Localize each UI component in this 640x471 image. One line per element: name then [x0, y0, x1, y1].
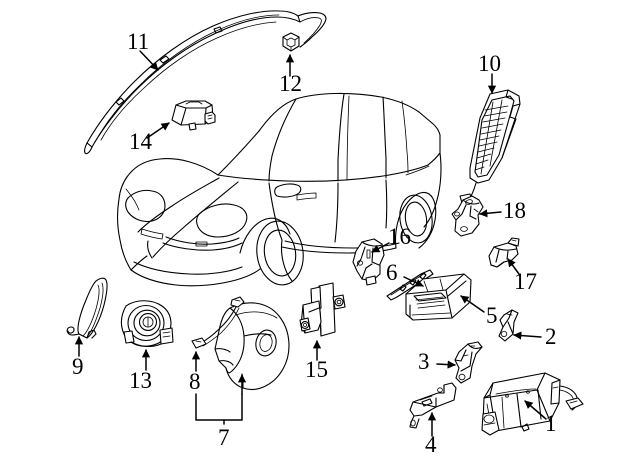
callout-label-11: 11 [127, 29, 150, 54]
callout-label-9: 9 [72, 354, 84, 379]
callout-label-13: 13 [129, 368, 152, 393]
vehicle-outline [117, 92, 442, 287]
part-1-passenger-airbag-module [481, 372, 584, 436]
callout-label-1: 1 [545, 411, 557, 436]
part-13-clock-spring [120, 300, 174, 347]
part-10-side-curtain-airbag-module [459, 89, 521, 204]
part-4-airbag-retainer-bracket [409, 382, 457, 429]
callout-label-4: 4 [425, 432, 437, 457]
part-17-sensor-bracket [488, 237, 520, 268]
part-15-side-impact-sensor [299, 282, 346, 337]
part-14-airbag-control-module [171, 100, 216, 131]
part-18-sensor-bracket [451, 195, 484, 237]
callout-label-12: 12 [279, 71, 302, 96]
part-16-side-impact-sensor [352, 238, 385, 286]
part-9-pillar-trim-bracket [66, 277, 108, 339]
callout-label-14: 14 [129, 129, 152, 154]
part-12-curtain-airbag-nut [282, 32, 300, 52]
callout-label-18: 18 [503, 198, 526, 223]
callout-label-15: 15 [305, 357, 328, 382]
callout-label-6: 6 [386, 260, 398, 285]
callout-leaders [74, 50, 547, 437]
callout-label-5: 5 [486, 303, 498, 328]
part-3-airbag-mounting-bracket [454, 341, 483, 384]
callout-label-8: 8 [189, 369, 201, 394]
part-2-airbag-mounting-bracket [498, 309, 519, 342]
callout-label-16: 16 [388, 224, 411, 249]
callout-label-10: 10 [478, 51, 501, 76]
callout-label-7: 7 [218, 425, 230, 450]
part-11-roof-curtain-airbag [84, 10, 327, 155]
callout-label-2: 2 [545, 324, 557, 349]
part-8-driver-airbag-connector [191, 296, 245, 349]
callout-label-3: 3 [418, 349, 430, 374]
callout-label-17: 17 [514, 269, 537, 294]
part-7-driver-airbag [214, 302, 290, 390]
